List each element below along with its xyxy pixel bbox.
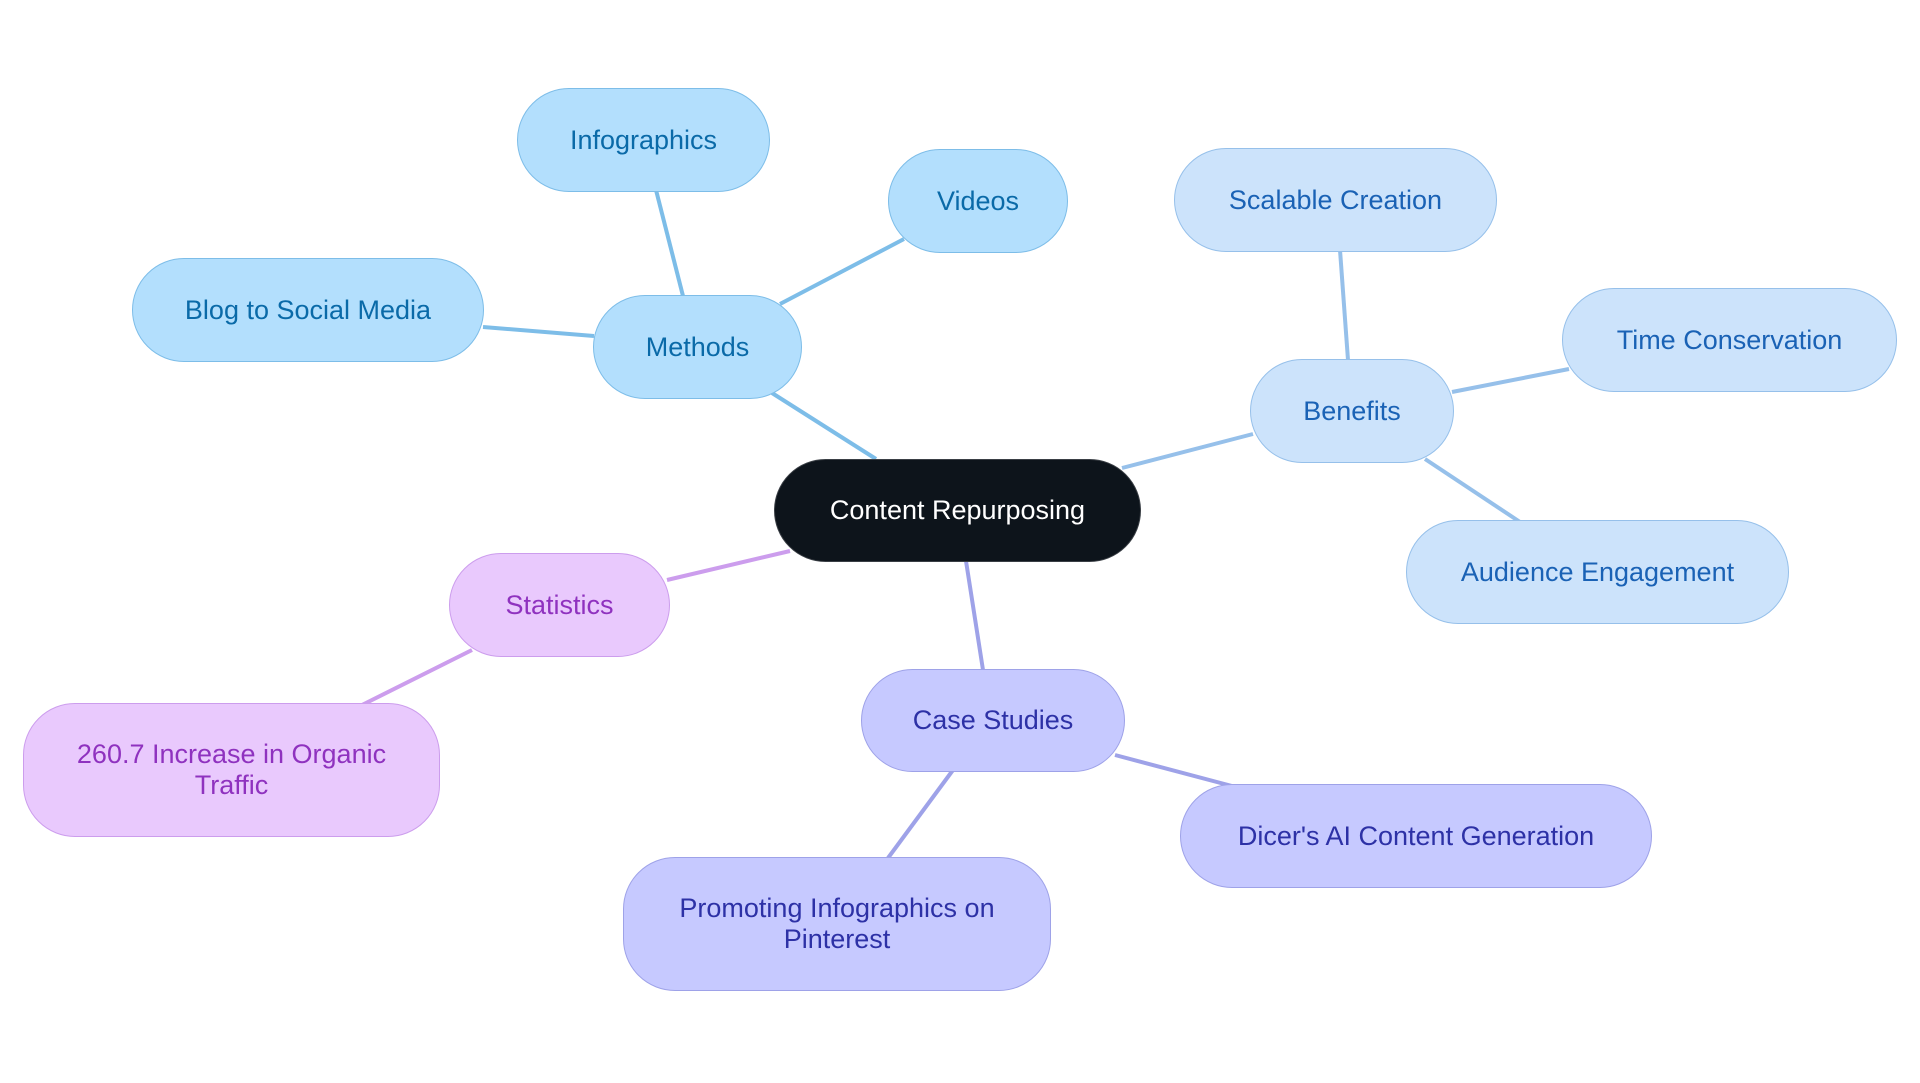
edge-methods-blog — [482, 325, 595, 338]
edge-root-casestudies — [964, 560, 985, 671]
node-scalable-creation[interactable]: Scalable Creation — [1174, 148, 1497, 252]
node-case-studies[interactable]: Case Studies — [861, 669, 1125, 772]
organic-traffic-label: 260.7 Increase in Organic Traffic — [76, 739, 387, 800]
node-time-conservation[interactable]: Time Conservation — [1562, 288, 1897, 392]
edge-methods-videos — [779, 237, 905, 306]
pinterest-label: Promoting Infographics on Pinterest — [679, 893, 995, 954]
node-benefits[interactable]: Benefits — [1250, 359, 1454, 463]
root-label: Content Repurposing — [829, 495, 1086, 525]
node-infographics[interactable]: Infographics — [517, 88, 770, 192]
node-dicer-ai-content-generation[interactable]: Dicer's AI Content Generation — [1180, 784, 1652, 888]
node-audience-engagement[interactable]: Audience Engagement — [1406, 520, 1789, 624]
edge-benefits-time — [1451, 367, 1570, 394]
node-methods[interactable]: Methods — [593, 295, 802, 399]
edge-root-benefits — [1121, 432, 1254, 470]
edge-casestudies-dicer — [1114, 753, 1233, 788]
edge-statistics-traffic — [361, 648, 473, 707]
edge-benefits-scalable — [1338, 249, 1350, 361]
node-videos[interactable]: Videos — [888, 149, 1068, 253]
audience-label: Audience Engagement — [1460, 556, 1735, 587]
time-label: Time Conservation — [1616, 324, 1843, 355]
scalable-label: Scalable Creation — [1228, 184, 1443, 215]
methods-label: Methods — [645, 331, 750, 362]
infographics-label: Infographics — [569, 124, 718, 155]
node-promoting-infographics-pinterest[interactable]: Promoting Infographics on Pinterest — [623, 857, 1051, 991]
edge-root-methods — [770, 391, 878, 461]
videos-label: Videos — [936, 185, 1020, 216]
edge-root-statistics — [666, 549, 791, 582]
blog-label: Blog to Social Media — [184, 294, 432, 325]
benefits-label: Benefits — [1303, 395, 1401, 426]
edge-benefits-audience — [1423, 457, 1522, 524]
dicer-label: Dicer's AI Content Generation — [1237, 820, 1595, 851]
edge-casestudies-pinterest — [886, 768, 955, 860]
node-organic-traffic[interactable]: 260.7 Increase in Organic Traffic — [23, 703, 440, 837]
statistics-label: Statistics — [505, 589, 614, 620]
case-studies-label: Case Studies — [912, 705, 1074, 735]
edge-methods-infographics — [654, 189, 685, 297]
node-blog-to-social-media[interactable]: Blog to Social Media — [132, 258, 484, 362]
root-node-content-repurposing[interactable]: Content Repurposing — [774, 459, 1141, 562]
node-statistics[interactable]: Statistics — [449, 553, 670, 657]
